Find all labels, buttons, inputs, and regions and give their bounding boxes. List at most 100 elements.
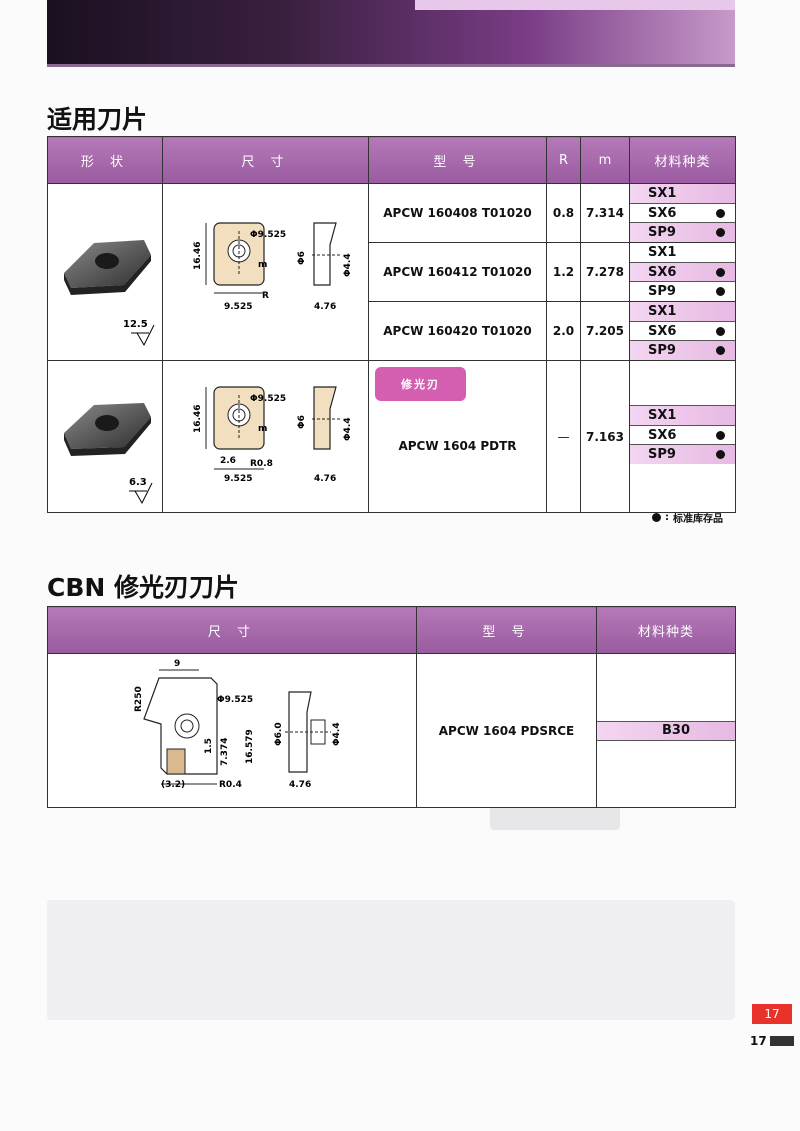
banner-edge xyxy=(47,64,735,67)
dim-9: 9 xyxy=(174,659,180,669)
material-item: SP9 xyxy=(630,281,735,301)
dimension-cell: 9 R250 Φ9.525 16.579 7.374 1.5 (3.2) R0.… xyxy=(47,653,417,808)
dim-phi6: Φ6 xyxy=(297,251,307,265)
page-number-bar xyxy=(770,1036,794,1046)
stock-dot-icon xyxy=(716,326,725,336)
stock-dot-icon xyxy=(716,450,725,460)
insert-photo-1: 12.5 xyxy=(63,239,154,346)
model-cell: APCW 160420 T01020 xyxy=(368,301,547,361)
model-cell: APCW 1604 PDSRCE xyxy=(416,653,597,808)
legend-sep: : xyxy=(665,512,669,523)
table-row: 9 R250 Φ9.525 16.579 7.374 1.5 (3.2) R0.… xyxy=(47,653,736,808)
dim-phi44: Φ4.4 xyxy=(343,253,353,277)
r-cell: 0.8 xyxy=(546,183,581,243)
dim-thickness: 4.76 xyxy=(314,474,336,484)
stock-dot-icon xyxy=(652,513,661,522)
table-row: 12.5 16.46 Φ9.525 m R 9.525 Φ6 xyxy=(47,183,736,361)
finish-edge-tag: 修光刃 xyxy=(375,367,466,401)
table-row: APCW 160412 T01020 1.2 7.278 SX1 SX6 SP9 xyxy=(48,242,736,302)
dim-7374: 7.374 xyxy=(220,738,230,766)
material-item: SX1 xyxy=(630,406,735,425)
material-item: SP9 xyxy=(630,222,735,243)
insert-drawing-2: 16.46 Φ9.525 m 2.6 R0.8 9.525 Φ6 Φ4.4 4.… xyxy=(193,386,353,484)
stock-dot-icon xyxy=(716,346,725,356)
model-cell: 修光刃 APCW 1604 PDTR xyxy=(368,360,547,513)
dim-thickness: 4.76 xyxy=(314,302,336,312)
roughness-label-1: 12.5 xyxy=(123,319,148,330)
legend-label: 标准库存品 xyxy=(673,514,723,525)
dim-r08: R0.8 xyxy=(250,459,273,469)
table-header-row: 形 状 尺 寸 型 号 R m 材料种类 xyxy=(47,136,736,184)
header-model: 型 号 xyxy=(368,136,547,184)
stock-dot-icon xyxy=(716,208,725,218)
material-item: SX6 xyxy=(630,320,735,341)
dim-15: 1.5 xyxy=(204,738,214,754)
m-cell: 7.163 xyxy=(580,360,630,513)
dim-phi44: Φ4.4 xyxy=(343,417,353,441)
m-cell: 7.278 xyxy=(580,242,630,302)
header-r: R xyxy=(546,136,581,184)
header-material: 材料种类 xyxy=(596,606,736,654)
r-cell: 1.2 xyxy=(546,242,581,302)
dim-m: m xyxy=(258,260,267,270)
stock-dot-icon xyxy=(716,430,725,440)
dim-32: (3.2) xyxy=(161,780,185,790)
dim-thickness: 4.76 xyxy=(289,780,311,790)
material-cell: B30 xyxy=(596,653,736,808)
material-item: SP9 xyxy=(630,444,735,465)
material-item: SP9 xyxy=(630,340,735,361)
material-item: SX1 xyxy=(630,184,735,203)
table-header-row: 尺 寸 型 号 材料种类 xyxy=(47,606,736,654)
table-row: 6.3 16.46 Φ9.525 m 2.6 R0.8 9.525 xyxy=(47,360,736,513)
inserts-table: 形 状 尺 寸 型 号 R m 材料种类 12.5 xyxy=(47,136,736,513)
show-through-shape xyxy=(47,900,735,1020)
banner-strip xyxy=(415,0,735,10)
dim-phi44: Φ4.4 xyxy=(332,722,342,746)
m-cell: 7.314 xyxy=(580,183,630,243)
dim-height: 16.46 xyxy=(193,241,203,269)
material-item: SX1 xyxy=(648,244,677,260)
header-m: m xyxy=(580,136,630,184)
dim-flat: 2.6 xyxy=(220,456,236,466)
dim-r250: R250 xyxy=(134,686,144,712)
dimension-cell-1: 16.46 Φ9.525 m R 9.525 Φ6 Φ4.4 4.76 xyxy=(162,183,369,361)
header-material: 材料种类 xyxy=(629,136,736,184)
dim-phi6: Φ6 xyxy=(297,415,307,429)
material-cell: SX1 SX6 SP9 xyxy=(629,242,736,302)
cbn-insert-drawing: 9 R250 Φ9.525 16.579 7.374 1.5 (3.2) R0.… xyxy=(134,659,342,790)
roughness-label-2: 6.3 xyxy=(129,477,147,488)
section-title-inserts: 适用刀片 xyxy=(47,105,148,134)
stock-legend: : 标准库存品 xyxy=(652,510,723,525)
stock-dot-icon xyxy=(716,267,725,277)
dim-m: m xyxy=(258,424,267,434)
dim-hole: Φ9.525 xyxy=(217,695,253,705)
material-cell: SX1 SX6 SP9 xyxy=(629,301,736,361)
dim-width: 9.525 xyxy=(224,474,252,484)
section-title-cbn: CBN 修光刃刀片 xyxy=(47,573,240,602)
header-banner xyxy=(47,0,735,64)
header-shape: 形 状 xyxy=(47,136,163,184)
material-spacer xyxy=(630,361,735,405)
material-cell: SX1 SX6 SP9 xyxy=(629,360,736,513)
table-row: APCW 160420 T01020 2.0 7.205 SX1 SX6 SP9 xyxy=(48,301,736,361)
material-item: SX6 xyxy=(630,202,735,223)
material-item: SX6 xyxy=(630,261,735,282)
page-number-box: 17 xyxy=(752,1004,792,1024)
material-item: SX1 xyxy=(630,302,735,321)
dim-r: R xyxy=(262,291,269,301)
dim-width: 9.525 xyxy=(224,302,252,312)
cbn-table: 尺 寸 型 号 材料种类 9 R250 Φ9.525 16.579 7.374 … xyxy=(47,606,736,808)
dim-r04: R0.4 xyxy=(219,780,242,790)
stock-dot-icon xyxy=(716,228,725,238)
dim-16579: 16.579 xyxy=(245,729,255,764)
header-dimension: 尺 寸 xyxy=(47,606,417,654)
dim-hole: Φ9.525 xyxy=(250,230,286,240)
model-name: APCW 1604 PDTR xyxy=(398,439,517,453)
dimension-cell-2: 16.46 Φ9.525 m 2.6 R0.8 9.525 Φ6 Φ4.4 4.… xyxy=(162,360,369,513)
material-cell: SX1 SX6 SP9 xyxy=(629,183,736,243)
material-item: SX6 xyxy=(630,424,735,445)
model-cell: APCW 160408 T01020 xyxy=(368,183,547,243)
shape-cell-1: 12.5 xyxy=(47,183,163,361)
header-dimension: 尺 寸 xyxy=(162,136,369,184)
model-cell: APCW 160412 T01020 xyxy=(368,242,547,302)
